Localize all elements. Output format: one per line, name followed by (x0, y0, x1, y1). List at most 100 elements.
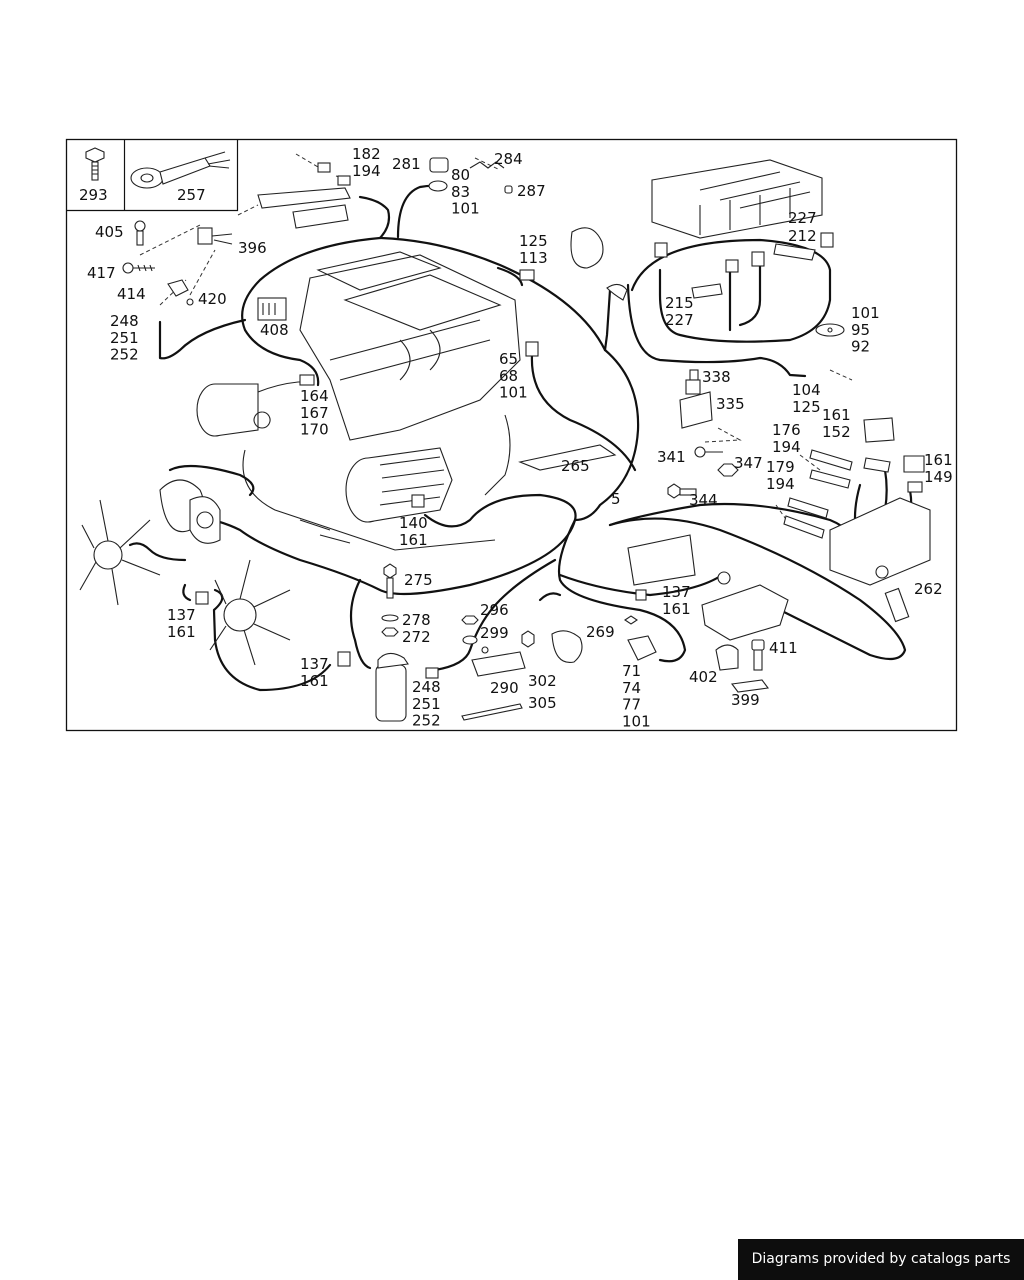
callout-275-line-0: 275 (404, 571, 433, 589)
bolt-275-icon (383, 563, 397, 599)
capacitor-248-icon (375, 652, 439, 722)
callout-408-line-0: 408 (260, 321, 289, 339)
sensor-269-icon (551, 630, 583, 663)
nut-302-icon (521, 630, 535, 648)
harness-wires (128, 184, 913, 692)
callout-164-line-1: 167 (300, 404, 329, 422)
callout-281-line-0: 281 (392, 155, 421, 173)
callout-182-line-0: 182 (352, 145, 381, 163)
sensor-71-icon (624, 615, 657, 661)
callout-176-line-0: 176 (772, 421, 801, 439)
callout-80-line-2: 101 (451, 200, 480, 218)
callout-302-line-0: 302 (528, 672, 557, 690)
washer-278-icon (381, 614, 399, 637)
callout-65-line-2: 101 (499, 384, 528, 402)
callout-341-line-0: 341 (657, 448, 686, 466)
callout-137a-line-1: 161 (167, 623, 196, 641)
callout-248a-line-2: 252 (110, 346, 139, 364)
callout-164-line-0: 164 (300, 387, 329, 405)
pump-125-icon (519, 227, 604, 281)
module-290-icon (471, 646, 526, 677)
callout-137b-line-1: 161 (300, 672, 329, 690)
footer-credit: Diagrams provided by catalogs parts (738, 1239, 1024, 1280)
callout-248a-line-1: 251 (110, 329, 139, 347)
callout-65-line-1: 68 (499, 367, 518, 385)
callout-182-line-1: 194 (352, 162, 381, 180)
callout-305-line-0: 305 (528, 694, 557, 712)
callout-227a-line-0: 227 (788, 209, 817, 227)
horn-assembly-icon (159, 479, 221, 544)
inset-label-293: 293 (79, 186, 108, 204)
diagram-frame (65, 138, 958, 732)
callout-80-line-0: 80 (451, 166, 470, 184)
callout-399-line-0: 399 (731, 691, 760, 709)
callout-80-line-1: 83 (451, 183, 470, 201)
callout-417-line-0: 417 (87, 264, 116, 282)
callout-248b-line-1: 251 (412, 695, 441, 713)
strap-305-icon (461, 703, 523, 721)
connector-65-icon (525, 341, 539, 357)
callout-71-line-2: 77 (622, 696, 641, 714)
bolt-341-icon (694, 446, 723, 458)
callout-101-line-2: 92 (851, 338, 870, 356)
module-137-upper-icon (627, 534, 731, 601)
callout-101-line-1: 95 (851, 321, 870, 339)
callout-414-line-0: 414 (117, 285, 146, 303)
control-box-262-icon (829, 497, 931, 623)
callout-161a-line-0: 161 (822, 406, 851, 424)
callout-287-line-0: 287 (517, 182, 546, 200)
callout-176-line-1: 194 (772, 438, 801, 456)
clamp-402-icon (715, 644, 739, 671)
sensor-281-icon (428, 157, 449, 192)
inset-label-257: 257 (177, 186, 206, 204)
callout-215-line-1: 227 (665, 311, 694, 329)
fan-right-icon (209, 559, 291, 666)
connector-408-icon (257, 297, 287, 321)
bracket-265-icon (518, 444, 617, 471)
callout-335-line-0: 335 (716, 395, 745, 413)
inset-boxes: 293 257 (66, 139, 239, 212)
nut-347-icon (717, 463, 739, 477)
callout-104-line-1: 125 (792, 398, 821, 416)
callout-405-line-0: 405 (95, 223, 124, 241)
relay-module-227-icon (606, 159, 834, 301)
callout-278-line-0: 278 (402, 611, 431, 629)
callout-344-line-0: 344 (689, 491, 718, 509)
callout-137b-line-0: 137 (300, 655, 329, 673)
screw-405-icon (134, 220, 146, 246)
callout-215-line-0: 215 (665, 294, 694, 312)
callout-5-line-0: 5 (611, 490, 621, 508)
callout-137c-line-1: 161 (662, 600, 691, 618)
callout-338-line-0: 338 (702, 368, 731, 386)
callout-402-line-0: 402 (689, 668, 718, 686)
callout-248a-line-0: 248 (110, 312, 139, 330)
components (79, 157, 931, 722)
callout-65-line-0: 65 (499, 350, 518, 368)
bracket-plate-icon (701, 584, 789, 641)
callout-125-line-1: 113 (519, 249, 548, 267)
callout-125-line-0: 125 (519, 232, 548, 250)
callout-265-line-0: 265 (561, 457, 590, 475)
callout-411-line-0: 411 (769, 639, 798, 657)
callout-248b-line-2: 252 (412, 712, 441, 730)
callout-137c-line-0: 137 (662, 583, 691, 601)
callout-140-line-0: 140 (399, 514, 428, 532)
callout-262-line-0: 262 (914, 580, 943, 598)
bolt-411-icon (751, 639, 765, 671)
nut-296-icon (461, 615, 479, 645)
fan-left-icon (79, 499, 161, 606)
callout-140-line-1: 161 (399, 531, 428, 549)
callout-104-line-0: 104 (792, 381, 821, 399)
callout-161b-line-1: 149 (924, 468, 953, 486)
callout-290-line-0: 290 (490, 679, 519, 697)
sensor-396-icon (197, 227, 233, 245)
alternator-140-icon (345, 447, 453, 523)
connector-strips-176-icon (783, 449, 891, 539)
engine-block-drawing (242, 251, 521, 551)
bolt-344-icon (667, 483, 697, 499)
callout-101-line-0: 101 (851, 304, 880, 322)
callout-161a-line-1: 152 (822, 423, 851, 441)
valve-335-icon (679, 369, 713, 429)
